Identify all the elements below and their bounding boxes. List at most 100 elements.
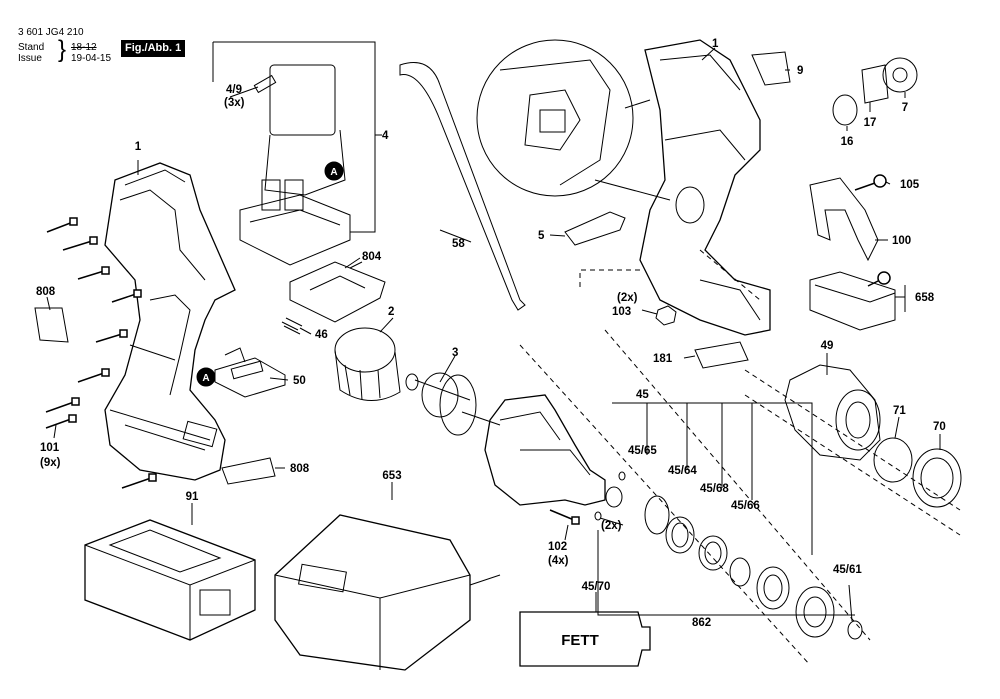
issue-label: Issue [18, 53, 42, 64]
label-46: 46 [315, 329, 328, 341]
sleeve-drawing [756, 566, 790, 610]
label-101: 101 [40, 442, 60, 454]
strap-58-drawing [399, 62, 526, 311]
part-17-drawing [861, 64, 889, 104]
issue-value: 19-04-15 [71, 53, 112, 64]
label-4-9: 4/9 [226, 84, 242, 96]
ring-45-66-drawing [729, 557, 751, 587]
part-number: 3 601 JG4 210 [18, 27, 84, 38]
label-105: 105 [900, 179, 920, 191]
label-50: 50 [293, 375, 306, 387]
label-808-bottom: 808 [290, 463, 310, 475]
bracket-45 [612, 402, 813, 555]
housing-left-drawing [104, 162, 236, 481]
label-3: 3 [452, 347, 458, 359]
label-16: 16 [841, 136, 854, 148]
ring-45-68-drawing [698, 535, 728, 571]
bit-holder-658-drawing [809, 271, 896, 331]
stator-2-drawing [334, 327, 401, 401]
ring-45-61-drawing [847, 620, 863, 640]
ring-70-drawing [912, 448, 962, 508]
ball2-drawing [594, 511, 602, 521]
label-4: 4 [382, 130, 389, 142]
label-102: 102 [548, 541, 567, 553]
label-58: 58 [452, 238, 465, 250]
stand-value: 18-12 [71, 42, 97, 53]
label-102-qty: (4x) [548, 555, 569, 567]
label-91: 91 [186, 491, 199, 503]
sleeve-49-drawing [784, 364, 881, 461]
label-181: 181 [653, 353, 673, 365]
bracket-4 [213, 41, 376, 233]
callout-a-bottom-label: A [202, 373, 209, 384]
label-9: 9 [797, 65, 803, 77]
label-7: 7 [902, 102, 908, 114]
label-101-qty: (9x) [40, 457, 61, 469]
ring-45-65-drawing [644, 495, 670, 535]
label-45-61: 45/61 [833, 564, 862, 576]
label-2x-103: (2x) [617, 292, 638, 304]
label-103: 103 [612, 306, 631, 318]
cap-7-drawing [882, 57, 918, 93]
spring-46-drawing [281, 317, 303, 335]
label-1-right: 1 [712, 38, 719, 50]
plate-9-drawing [751, 51, 791, 86]
bracket-862 [597, 530, 855, 616]
label-862: 862 [692, 617, 711, 629]
screws-101-drawing [45, 217, 157, 489]
leader-lines [46, 47, 941, 622]
tab-5-drawing [564, 211, 626, 246]
label-70: 70 [933, 421, 946, 433]
label-804: 804 [362, 251, 382, 263]
battery-91-drawing [84, 519, 256, 641]
figure-label: Fig./Abb. 1 [121, 40, 186, 57]
label-45-70: 45/70 [582, 581, 611, 593]
gear-housing-drawing [484, 394, 623, 508]
label-808-left: 808 [36, 286, 56, 298]
grease-tube-drawing [519, 611, 651, 667]
screw-105-drawing [854, 174, 887, 191]
label-181-drawing [694, 341, 749, 369]
module-50-drawing [214, 347, 286, 398]
alignment-lines [519, 249, 961, 666]
label-45-68: 45/68 [700, 483, 729, 495]
housing-right-drawing [624, 39, 771, 336]
ring-71-drawing [873, 437, 913, 483]
callout-a-bottom [196, 367, 216, 387]
label-4-9-qty: (3x) [224, 97, 245, 109]
switch-assembly-drawing [239, 64, 351, 266]
stand-label: Stand [18, 42, 45, 53]
ring-45-64-drawing [665, 516, 695, 554]
label-17: 17 [864, 117, 877, 129]
label-2x-rings: (2x) [601, 520, 622, 532]
belt-clip-100-drawing [809, 177, 879, 262]
label-fett: FETT [561, 632, 599, 649]
label-5: 5 [538, 230, 545, 242]
label-1-left: 1 [135, 141, 142, 153]
label-45: 45 [636, 389, 649, 401]
bracket-45-ticks [646, 403, 753, 500]
header-brace: } [58, 36, 67, 63]
part-16-drawing [832, 94, 858, 126]
callout-a-top-label: A [330, 167, 337, 178]
label-653: 653 [382, 470, 401, 482]
ball-drawing [618, 471, 626, 481]
label-49: 49 [821, 340, 834, 352]
callout-a-top [324, 161, 344, 181]
label-45-64: 45/64 [668, 465, 697, 477]
label-100: 100 [892, 235, 911, 247]
screw-102-drawing [549, 509, 580, 525]
detail-circle-drawing [476, 39, 671, 201]
label-658: 658 [915, 292, 935, 304]
label-45-66: 45/66 [731, 500, 760, 512]
label-2: 2 [388, 306, 394, 318]
label-45-65: 45/65 [628, 445, 657, 457]
label-71: 71 [893, 405, 906, 417]
screw-658-drawing [867, 271, 891, 287]
plate-804-drawing [289, 261, 386, 323]
rotor-3-drawing [405, 372, 501, 436]
collar-drawing [795, 586, 835, 638]
charger-653-drawing [274, 514, 501, 671]
